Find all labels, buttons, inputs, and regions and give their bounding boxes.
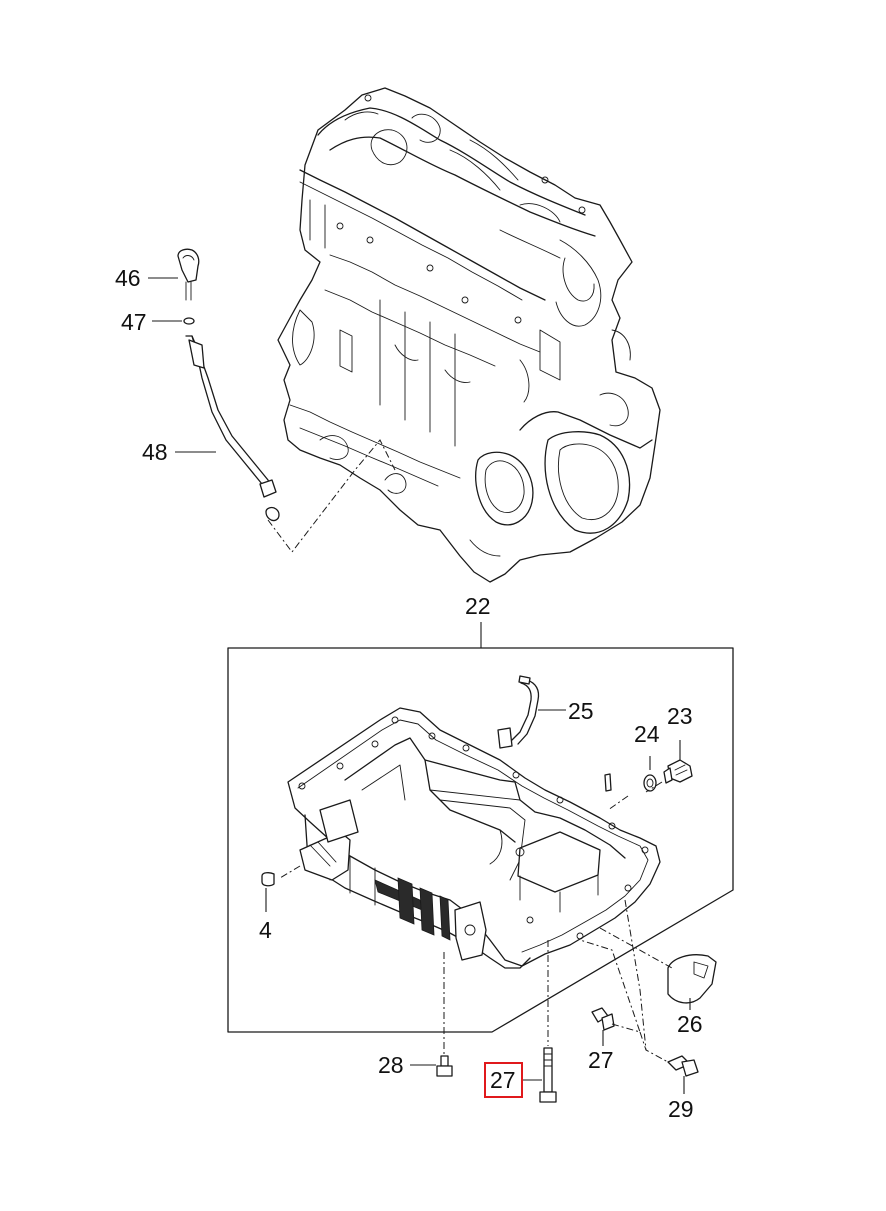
dipstick-guide-tube (185, 335, 280, 522)
dipstick-o-ring (183, 317, 195, 325)
drain-plug-gasket (643, 774, 657, 792)
baffle-cover (667, 954, 717, 1004)
bolt-28 (436, 1055, 453, 1077)
oil-pan (287, 707, 661, 969)
dowel-plug (261, 872, 275, 887)
callout-29[interactable]: 29 (668, 1096, 694, 1122)
dipstick-handle (177, 248, 200, 301)
callout-23[interactable]: 23 (667, 703, 693, 729)
callout-24[interactable]: 24 (634, 721, 660, 747)
drain-plug (663, 759, 693, 784)
pin (604, 773, 612, 792)
callout-25[interactable]: 25 (568, 698, 594, 724)
long-stud-bolt (539, 1047, 557, 1103)
callout-48[interactable]: 48 (142, 439, 168, 465)
callout-27-highlighted[interactable]: 27 (490, 1067, 516, 1093)
callout-28[interactable]: 28 (378, 1052, 404, 1078)
engine-block (277, 87, 661, 583)
callout-26[interactable]: 26 (677, 1011, 703, 1037)
callout-22[interactable]: 22 (465, 593, 491, 619)
callout-4[interactable]: 4 (259, 917, 272, 943)
highlight-box (484, 1062, 523, 1098)
bolt-29 (667, 1055, 699, 1077)
bolt-27-short (591, 1007, 615, 1031)
callout-27[interactable]: 27 (588, 1047, 614, 1073)
callout-46[interactable]: 46 (115, 265, 141, 291)
callout-47[interactable]: 47 (121, 309, 147, 335)
callout-labels: 46 47 48 22 25 24 23 4 26 28 27 27 29 (115, 265, 703, 1122)
oil-level-sensor-tube (497, 675, 540, 749)
group-22-frame (227, 647, 734, 1033)
